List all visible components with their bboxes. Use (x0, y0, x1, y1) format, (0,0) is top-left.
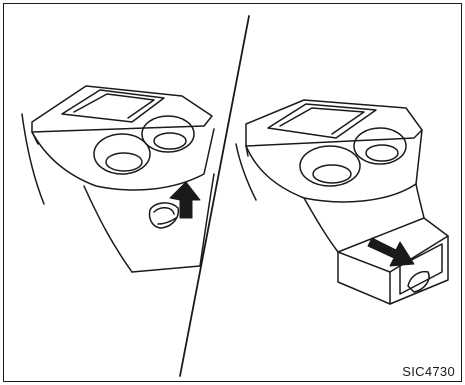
figure-frame: SIC4730 (3, 3, 462, 382)
console-illustration (4, 4, 462, 382)
figure-code: SIC4730 (402, 364, 455, 379)
cup-holder-icon (94, 134, 150, 174)
right-console (236, 100, 448, 304)
left-console (22, 86, 214, 272)
up-arrow-icon (170, 182, 200, 218)
cup-holder-icon (354, 128, 406, 164)
cup-holder-icon (142, 116, 194, 152)
cup-holder-icon (300, 146, 360, 186)
